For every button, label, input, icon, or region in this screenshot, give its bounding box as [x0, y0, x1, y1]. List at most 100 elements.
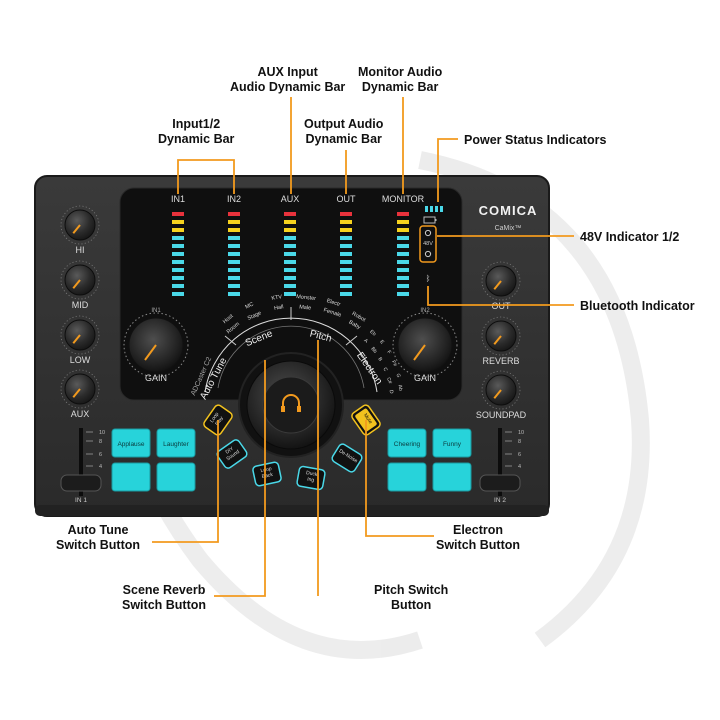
- pad-cheering[interactable]: Cheering: [387, 428, 427, 458]
- meter-segment: [172, 220, 184, 224]
- knob-label-out: OUT: [492, 301, 512, 311]
- v48-indicator-box: [419, 225, 437, 263]
- meter-segment: [284, 284, 296, 288]
- pitch-item: Male: [299, 304, 311, 311]
- meter-bar-4: [397, 212, 409, 296]
- callout-line-input12: [177, 159, 235, 194]
- callout-line-power: [437, 138, 458, 202]
- meter-segment: [228, 260, 240, 264]
- meter-segment: [284, 244, 296, 248]
- electron-key: Bb: [369, 346, 378, 355]
- pad-laughter-label: Laughter: [163, 441, 189, 448]
- callout-output: Output Audio Dynamic Bar: [304, 117, 383, 147]
- knob-out[interactable]: [481, 261, 521, 301]
- electron-key: D: [388, 390, 395, 395]
- gain-knob-in2[interactable]: [392, 312, 458, 378]
- pad-applause[interactable]: Applause: [111, 428, 151, 458]
- knob-hi[interactable]: [60, 205, 100, 245]
- pad-right-blank-1[interactable]: [387, 462, 427, 492]
- main-jog-dial[interactable]: [238, 352, 344, 458]
- meter-segment: [172, 212, 184, 216]
- callout-line-bluetooth: [427, 286, 574, 306]
- arc-button-label: Back: [261, 472, 274, 480]
- meter-segment: [172, 252, 184, 256]
- pitch-item: Baby: [348, 319, 362, 331]
- callout-electron-line1: Electron: [453, 523, 504, 537]
- meter-segment: [172, 244, 184, 248]
- callout-input12-line1: Input1/2: [172, 117, 221, 131]
- meter-label-aux: AUX: [281, 194, 300, 204]
- arc-button-label: Loop: [209, 411, 220, 424]
- arc-button-label: DIY: [225, 445, 236, 455]
- model-name: CaMix™: [495, 225, 522, 232]
- meter-segment: [340, 268, 352, 272]
- meter-segment: [397, 284, 409, 288]
- meter-segment: [397, 220, 409, 224]
- gain-knob-in1[interactable]: [123, 312, 189, 378]
- callout-monitor: Monitor Audio Dynamic Bar: [358, 65, 442, 95]
- pitch-item: Monster: [296, 294, 317, 302]
- arc-button-label: Loop: [260, 466, 272, 474]
- in2-label: IN 2: [494, 497, 506, 504]
- meter-segment: [172, 236, 184, 240]
- in2-tick-label: 8: [518, 439, 521, 445]
- pad-cheering-label: Cheering: [394, 441, 421, 448]
- callout-scene-line2: Switch Button: [122, 598, 207, 612]
- knob-reverb[interactable]: [481, 316, 521, 356]
- meter-segment: [397, 236, 409, 240]
- headphone-icon: [281, 394, 301, 412]
- pad-funny[interactable]: Funny: [432, 428, 472, 458]
- meter-segment: [340, 252, 352, 256]
- meter-segment: [284, 292, 296, 296]
- pad-laughter[interactable]: Laughter: [156, 428, 196, 458]
- callout-autotune-line2: Switch Button: [56, 538, 141, 552]
- callout-output-line1: Output Audio: [304, 117, 384, 131]
- meter-segment: [340, 212, 352, 216]
- knob-mid[interactable]: [60, 260, 100, 300]
- knob-low[interactable]: [60, 315, 100, 355]
- callout-pitch-line1: Pitch Switch: [374, 583, 449, 597]
- sound-pads: Applause Laughter Cheering Funny: [111, 428, 472, 492]
- arc-button-de-noise[interactable]: De-Noise: [331, 443, 364, 474]
- callout-electron-line2: Switch Button: [436, 538, 521, 552]
- callout-input12-line2: Dynamic Bar: [158, 132, 235, 146]
- meter-segment: [172, 276, 184, 280]
- meter-segment: [397, 268, 409, 272]
- pitch-item: Female: [323, 307, 342, 318]
- meter-segment: [340, 284, 352, 288]
- pad-right-blank-2[interactable]: [432, 462, 472, 492]
- meter-segment: [172, 260, 184, 264]
- meter-segment: [397, 252, 409, 256]
- knob-aux[interactable]: [60, 369, 100, 409]
- level-meters: [172, 212, 409, 296]
- pad-left-blank-1[interactable]: [111, 462, 151, 492]
- device-bottom-edge: [35, 505, 549, 516]
- in1-fader-cap[interactable]: [60, 474, 102, 492]
- knob-label-hi: HI: [76, 245, 85, 255]
- callout-line-scene: [214, 360, 266, 597]
- meter-segment: [228, 292, 240, 296]
- knob-label-mid: MID: [72, 300, 89, 310]
- meter-segment: [284, 276, 296, 280]
- meter-segment: [284, 260, 296, 264]
- knob-soundpad[interactable]: [481, 370, 521, 410]
- gain-in1-label: GAIN: [145, 373, 167, 383]
- callout-autotune-line1: Auto Tune: [67, 523, 129, 537]
- in2-fader-cap[interactable]: [479, 474, 521, 492]
- arc-button-label: Play: [214, 415, 225, 427]
- pad-left-blank-2[interactable]: [156, 462, 196, 492]
- v48-indicator-1: [424, 229, 432, 237]
- scene-item: KTV: [271, 294, 283, 302]
- meter-segment: [284, 228, 296, 232]
- meter-segment: [228, 236, 240, 240]
- meter-segment: [228, 212, 240, 216]
- bluetooth-icon: ᛒ: [426, 274, 431, 283]
- callout-aux: AUX Input Audio Dynamic Bar: [230, 65, 345, 95]
